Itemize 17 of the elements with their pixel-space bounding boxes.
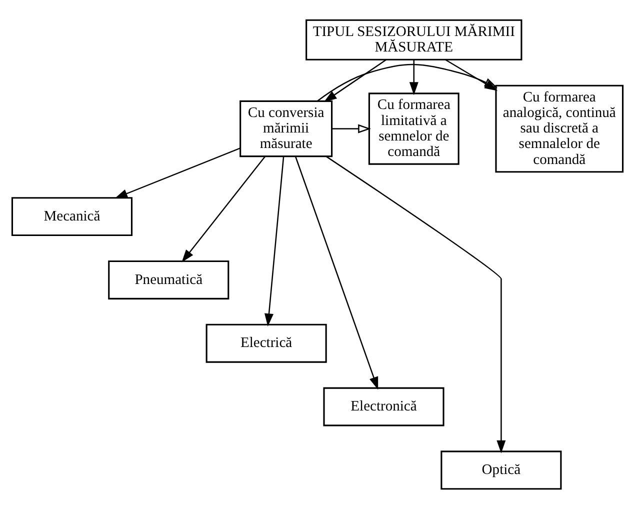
node-box: Cu conversia mărimii măsurate	[240, 100, 333, 158]
node-box: Optică	[440, 450, 562, 490]
arrow	[295, 156, 378, 390]
node-box: Cu formarea limitativă a semnelor de comandă	[368, 92, 460, 165]
arrow	[114, 148, 240, 198]
node-box: Mecanică	[11, 197, 133, 236]
node-box: Electrică	[206, 324, 327, 363]
node-box: TIPUL SESIZORULUI MĂRIMII MĂSURATE	[306, 19, 522, 60]
arrow	[326, 156, 506, 454]
arrow	[332, 124, 371, 134]
arrow	[182, 156, 266, 262]
arrow	[409, 60, 418, 96]
node-box: Cu formarea analogică, continuă sau discretă a semnalelor de comandă	[495, 84, 624, 173]
arrow	[324, 59, 386, 102]
arrow	[264, 156, 284, 326]
node-box: Electronică	[323, 387, 444, 426]
node-box: Pneumatică	[108, 260, 230, 300]
